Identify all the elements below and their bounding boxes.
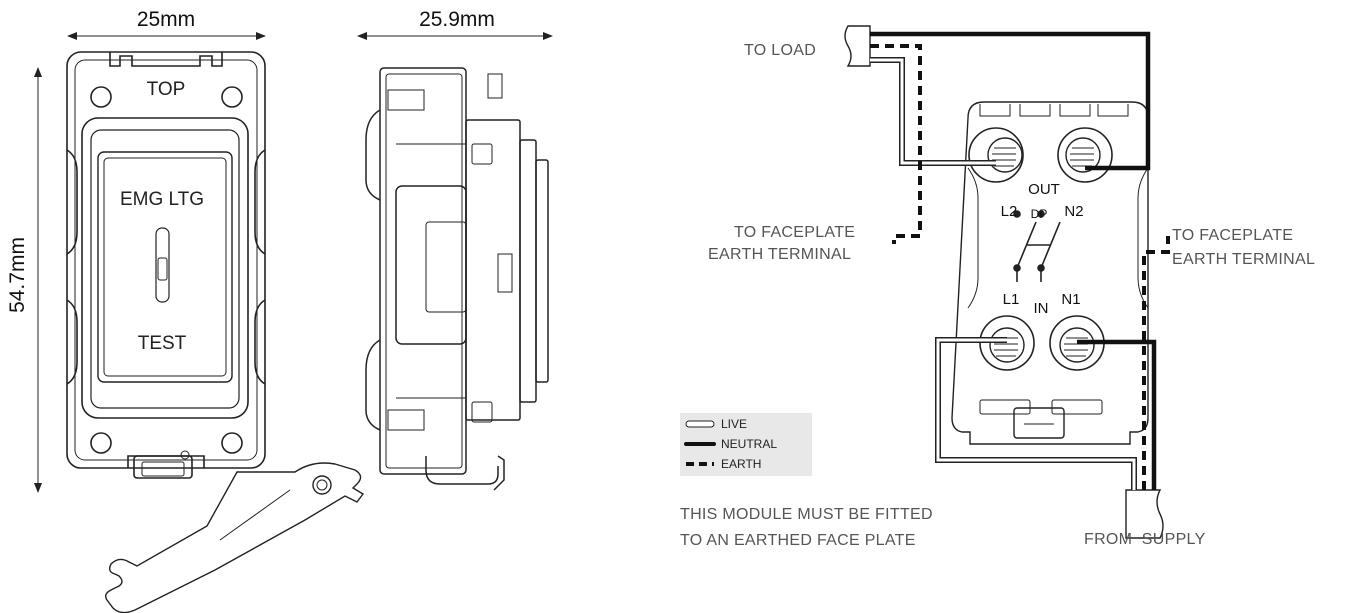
live-wire-from-supply: [935, 337, 1137, 490]
terminal-n2-label: N2: [1064, 203, 1083, 220]
earthing-notice-line1: THIS MODULE MUST BE FITTED: [680, 506, 933, 523]
neutral-wire-to-load: [870, 31, 1151, 171]
legend-item-earth: EARTH: [686, 457, 761, 471]
earthing-notice-line2: TO AN EARTHED FACE PLATE: [680, 532, 916, 549]
supply-cable-end: [1125, 489, 1164, 539]
test-label: TEST: [138, 333, 187, 354]
load-cable-end: [844, 25, 871, 67]
dp-label: DP: [1031, 207, 1048, 221]
legend-item-neutral: NEUTRAL: [684, 437, 777, 451]
module-front-view: [66, 51, 266, 479]
from-supply-label: FROM SUPPLY: [1084, 531, 1206, 548]
top-marking: TOP: [147, 79, 186, 100]
to-load-label: TO LOAD: [744, 42, 816, 59]
module-side-view: [365, 67, 549, 491]
live-wire-to-load: [870, 57, 996, 166]
legend-earth-label: EARTH: [721, 457, 761, 471]
depth-dimension: 25.9mm: [357, 8, 553, 40]
terminal-l1-label: L1: [1003, 291, 1020, 308]
in-label: IN: [1034, 300, 1049, 317]
out-label: OUT: [1028, 181, 1060, 198]
switch-module-rear: [951, 101, 1149, 445]
legend-live-label: LIVE: [721, 417, 747, 431]
faceplate-earth-left-line2: EARTH TERMINAL: [708, 246, 851, 263]
test-key: [104, 462, 365, 613]
earth-wire-left: [870, 44, 922, 244]
double-pole-switch-symbol: [1013, 210, 1061, 282]
earth-wire-right: [1142, 236, 1170, 490]
faceplate-earth-left-line1: TO FACEPLATE: [734, 224, 855, 241]
height-dimension: 54.7mm: [6, 67, 42, 493]
faceplate-earth-right-line1: TO FACEPLATE: [1172, 227, 1293, 244]
legend-item-live: LIVE: [685, 417, 747, 431]
faceplate-earth-right-line2: EARTH TERMINAL: [1172, 251, 1315, 268]
terminal-l2: [968, 127, 1024, 183]
legend-neutral-label: NEUTRAL: [721, 437, 777, 451]
terminal-l2-label: L2: [1001, 203, 1018, 220]
emergency-lighting-label: EMG LTG: [120, 189, 204, 210]
width-dimension-label: 25mm: [137, 8, 195, 31]
neutral-wire-from-supply: [1077, 339, 1157, 490]
height-dimension-label: 54.7mm: [6, 237, 29, 313]
terminal-n2: [1057, 127, 1113, 183]
depth-dimension-label: 25.9mm: [419, 8, 495, 31]
wiring-legend: LIVE NEUTRAL EARTH: [680, 413, 812, 476]
terminal-n1-label: N1: [1061, 291, 1080, 308]
width-dimension: 25mm: [67, 8, 266, 40]
